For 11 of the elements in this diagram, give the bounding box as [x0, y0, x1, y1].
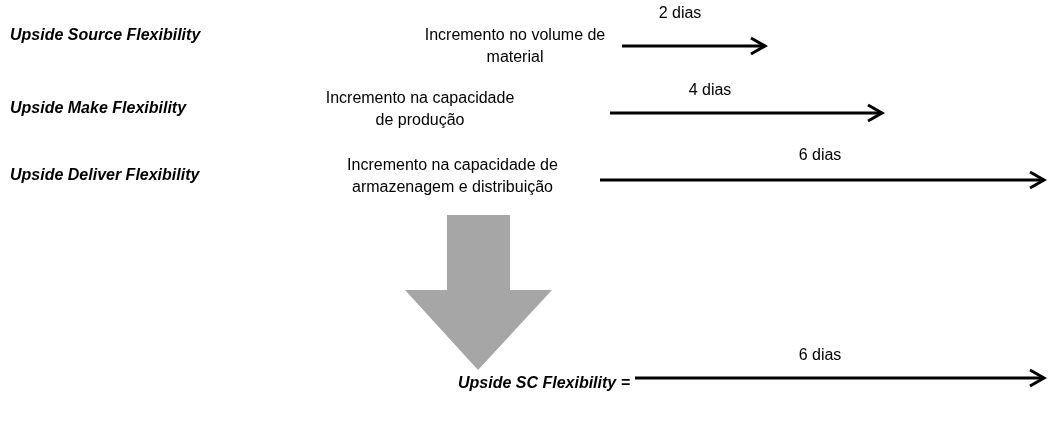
duration-label: 4 dias [687, 80, 733, 100]
flexibility-heading: Upside Source Flexibility [10, 25, 201, 45]
flexibility-heading: Upside Make Flexibility [10, 98, 187, 118]
flexibility-heading: Upside Deliver Flexibility [10, 165, 200, 185]
description-text: Incremento na capacidade de armazenagem e distribuição [346, 155, 559, 197]
duration-label: 6 dias [797, 145, 843, 165]
description-text: Incremento no volume de material [423, 25, 607, 67]
description-text: Incremento na capacidade de produção [324, 88, 516, 130]
duration-label: 2 dias [657, 3, 703, 23]
duration-label: 6 dias [797, 345, 843, 365]
result-heading: Upside SC Flexibility = [456, 373, 630, 393]
